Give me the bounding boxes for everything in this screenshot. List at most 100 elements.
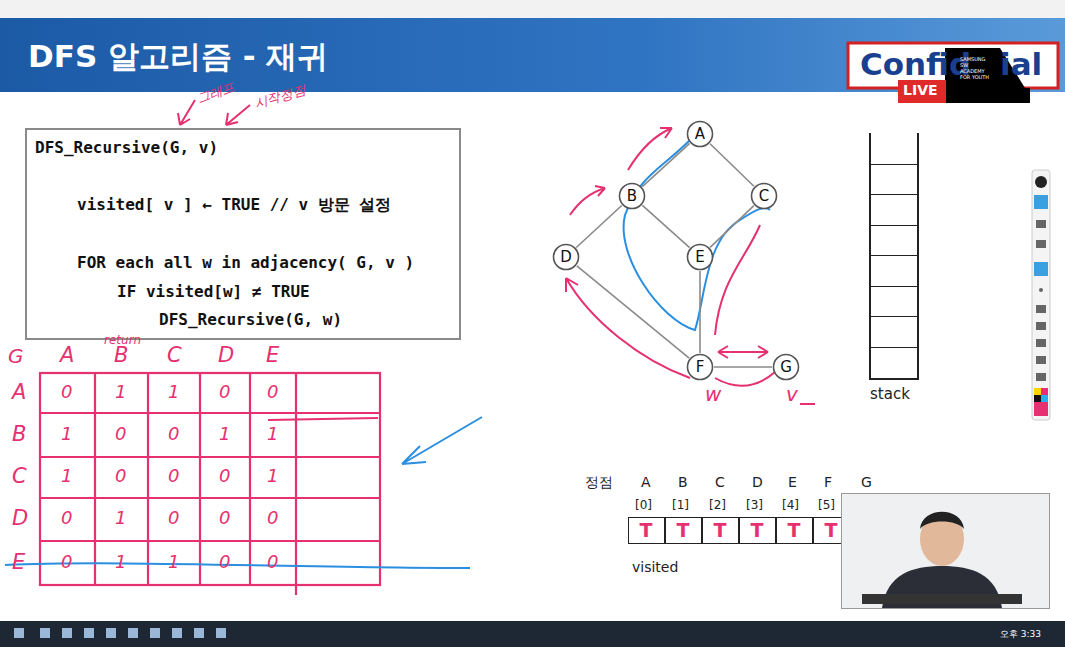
vertex-label: C	[759, 187, 769, 205]
code-line: DFS_Recursive(G, w)	[159, 310, 342, 329]
graph-edge	[710, 144, 754, 187]
stack-slot-line	[871, 164, 917, 165]
code-line: visited[ v ] ← TRUE // v 방문 설정	[77, 195, 391, 216]
matrix-cell: 0	[61, 507, 72, 528]
graph-edge	[710, 206, 754, 248]
handwritten-note: 그래프	[194, 78, 237, 108]
matrix-cell: 0	[168, 465, 179, 486]
matrix-cell: 1	[115, 551, 126, 572]
matrix-cell: 0	[219, 507, 230, 528]
vertex-outline	[688, 122, 713, 147]
graph-edge	[642, 143, 689, 186]
matrix-row-header: B	[12, 422, 26, 446]
matrix-header: E	[266, 343, 279, 367]
matrix-cell: 0	[267, 381, 278, 402]
stack-box: stack	[869, 133, 919, 380]
graph-edge	[577, 266, 689, 358]
stack-slot-line	[871, 194, 917, 195]
visited-mark: T	[751, 519, 764, 541]
visited-mark: T	[640, 519, 653, 541]
vertex-letter: C	[715, 474, 725, 490]
graph-vertex: D	[552, 243, 580, 271]
array-index: [5]	[818, 498, 835, 512]
matrix-cell: 0	[219, 381, 230, 402]
vertex-letter: G	[861, 474, 872, 490]
vertex-label: A	[695, 125, 705, 143]
vertex-outline	[554, 245, 579, 270]
vertex-outline	[688, 245, 713, 270]
array-caption: visited	[632, 559, 678, 575]
matrix-cell: 0	[267, 551, 278, 572]
graph-edge	[642, 205, 689, 247]
stack-slot-line	[871, 347, 917, 348]
matrix-name: G	[8, 344, 24, 368]
webcam-view	[841, 493, 1050, 609]
code-box: DFS_Recursive(G, v)visited[ v ] ← TRUE /…	[25, 128, 461, 340]
matrix-cell: 1	[168, 381, 179, 402]
vertex-letter: A	[641, 474, 651, 490]
matrix-cell: 0	[61, 551, 72, 572]
graph-edge	[714, 366, 772, 368]
visited-mark: T	[825, 519, 838, 541]
vertex-outline	[774, 355, 799, 380]
matrix-cell: 0	[168, 423, 179, 444]
stack-caption: stack	[870, 385, 910, 403]
matrix-cell: 0	[115, 465, 126, 486]
vertex-label: F	[696, 358, 705, 376]
handwritten-note: w	[705, 382, 721, 406]
logo-text: ial	[1000, 46, 1042, 82]
stack-slot-line	[871, 286, 917, 287]
vertex-outline	[620, 184, 645, 209]
taskbar-clock: 오후 3:33	[1000, 628, 1041, 641]
visited-cell: T	[702, 517, 739, 544]
graph-vertex: B	[618, 182, 646, 210]
graph-edge	[576, 206, 621, 248]
live-badge: LIVE	[903, 82, 938, 98]
matrix-cell: 0	[61, 381, 72, 402]
matrix-cell: 1	[61, 465, 72, 486]
array-index: [0]	[635, 498, 652, 512]
vertex-outline	[752, 184, 777, 209]
code-line: IF visited[w] ≠ TRUE	[117, 282, 310, 301]
graph-vertex: A	[686, 120, 714, 148]
handwritten-note: v	[786, 382, 798, 406]
matrix-cell: 1	[267, 423, 278, 444]
vertex-outline	[688, 355, 713, 380]
matrix-cell: 1	[115, 507, 126, 528]
presenter-figure	[842, 494, 1049, 608]
stack-slot-line	[871, 255, 917, 256]
handwritten-note: 시작정점	[253, 82, 308, 113]
array-index: [2]	[709, 498, 726, 512]
matrix-cell: 1	[115, 381, 126, 402]
matrix-header: C	[167, 343, 182, 367]
graph-vertex: E	[686, 243, 714, 271]
matrix-header: D	[218, 343, 234, 367]
matrix-cell: 0	[219, 465, 230, 486]
visited-mark: T	[714, 519, 727, 541]
matrix-row-header: C	[12, 464, 27, 488]
vertex-letter: F	[824, 474, 832, 490]
visited-cell: T	[739, 517, 776, 544]
graph-vertex: G	[772, 353, 800, 381]
graph-vertex: C	[750, 182, 778, 210]
matrix-cell: 1	[61, 423, 72, 444]
code-line: FOR each all w in adjacency( G, v )	[77, 253, 414, 272]
matrix-cell: 1	[267, 465, 278, 486]
matrix-header: A	[60, 343, 74, 367]
matrix-cell: 1	[168, 551, 179, 572]
stack-slot-line	[871, 316, 917, 317]
vertex-letter: E	[788, 474, 797, 490]
graph-vertex: F	[686, 353, 714, 381]
matrix-row-header: D	[12, 506, 28, 530]
visited-cell: T	[665, 517, 702, 544]
visited-mark: T	[677, 519, 690, 541]
matrix-row-header: E	[12, 550, 25, 574]
visited-cell: T	[628, 517, 665, 544]
matrix-cell: 0	[267, 507, 278, 528]
matrix-header: B	[114, 343, 128, 367]
vertex-label: E	[695, 248, 704, 266]
vertex-letter: B	[678, 474, 688, 490]
matrix-cell: 0	[168, 507, 179, 528]
visited-cell: T	[776, 517, 813, 544]
matrix-cell: 0	[219, 551, 230, 572]
